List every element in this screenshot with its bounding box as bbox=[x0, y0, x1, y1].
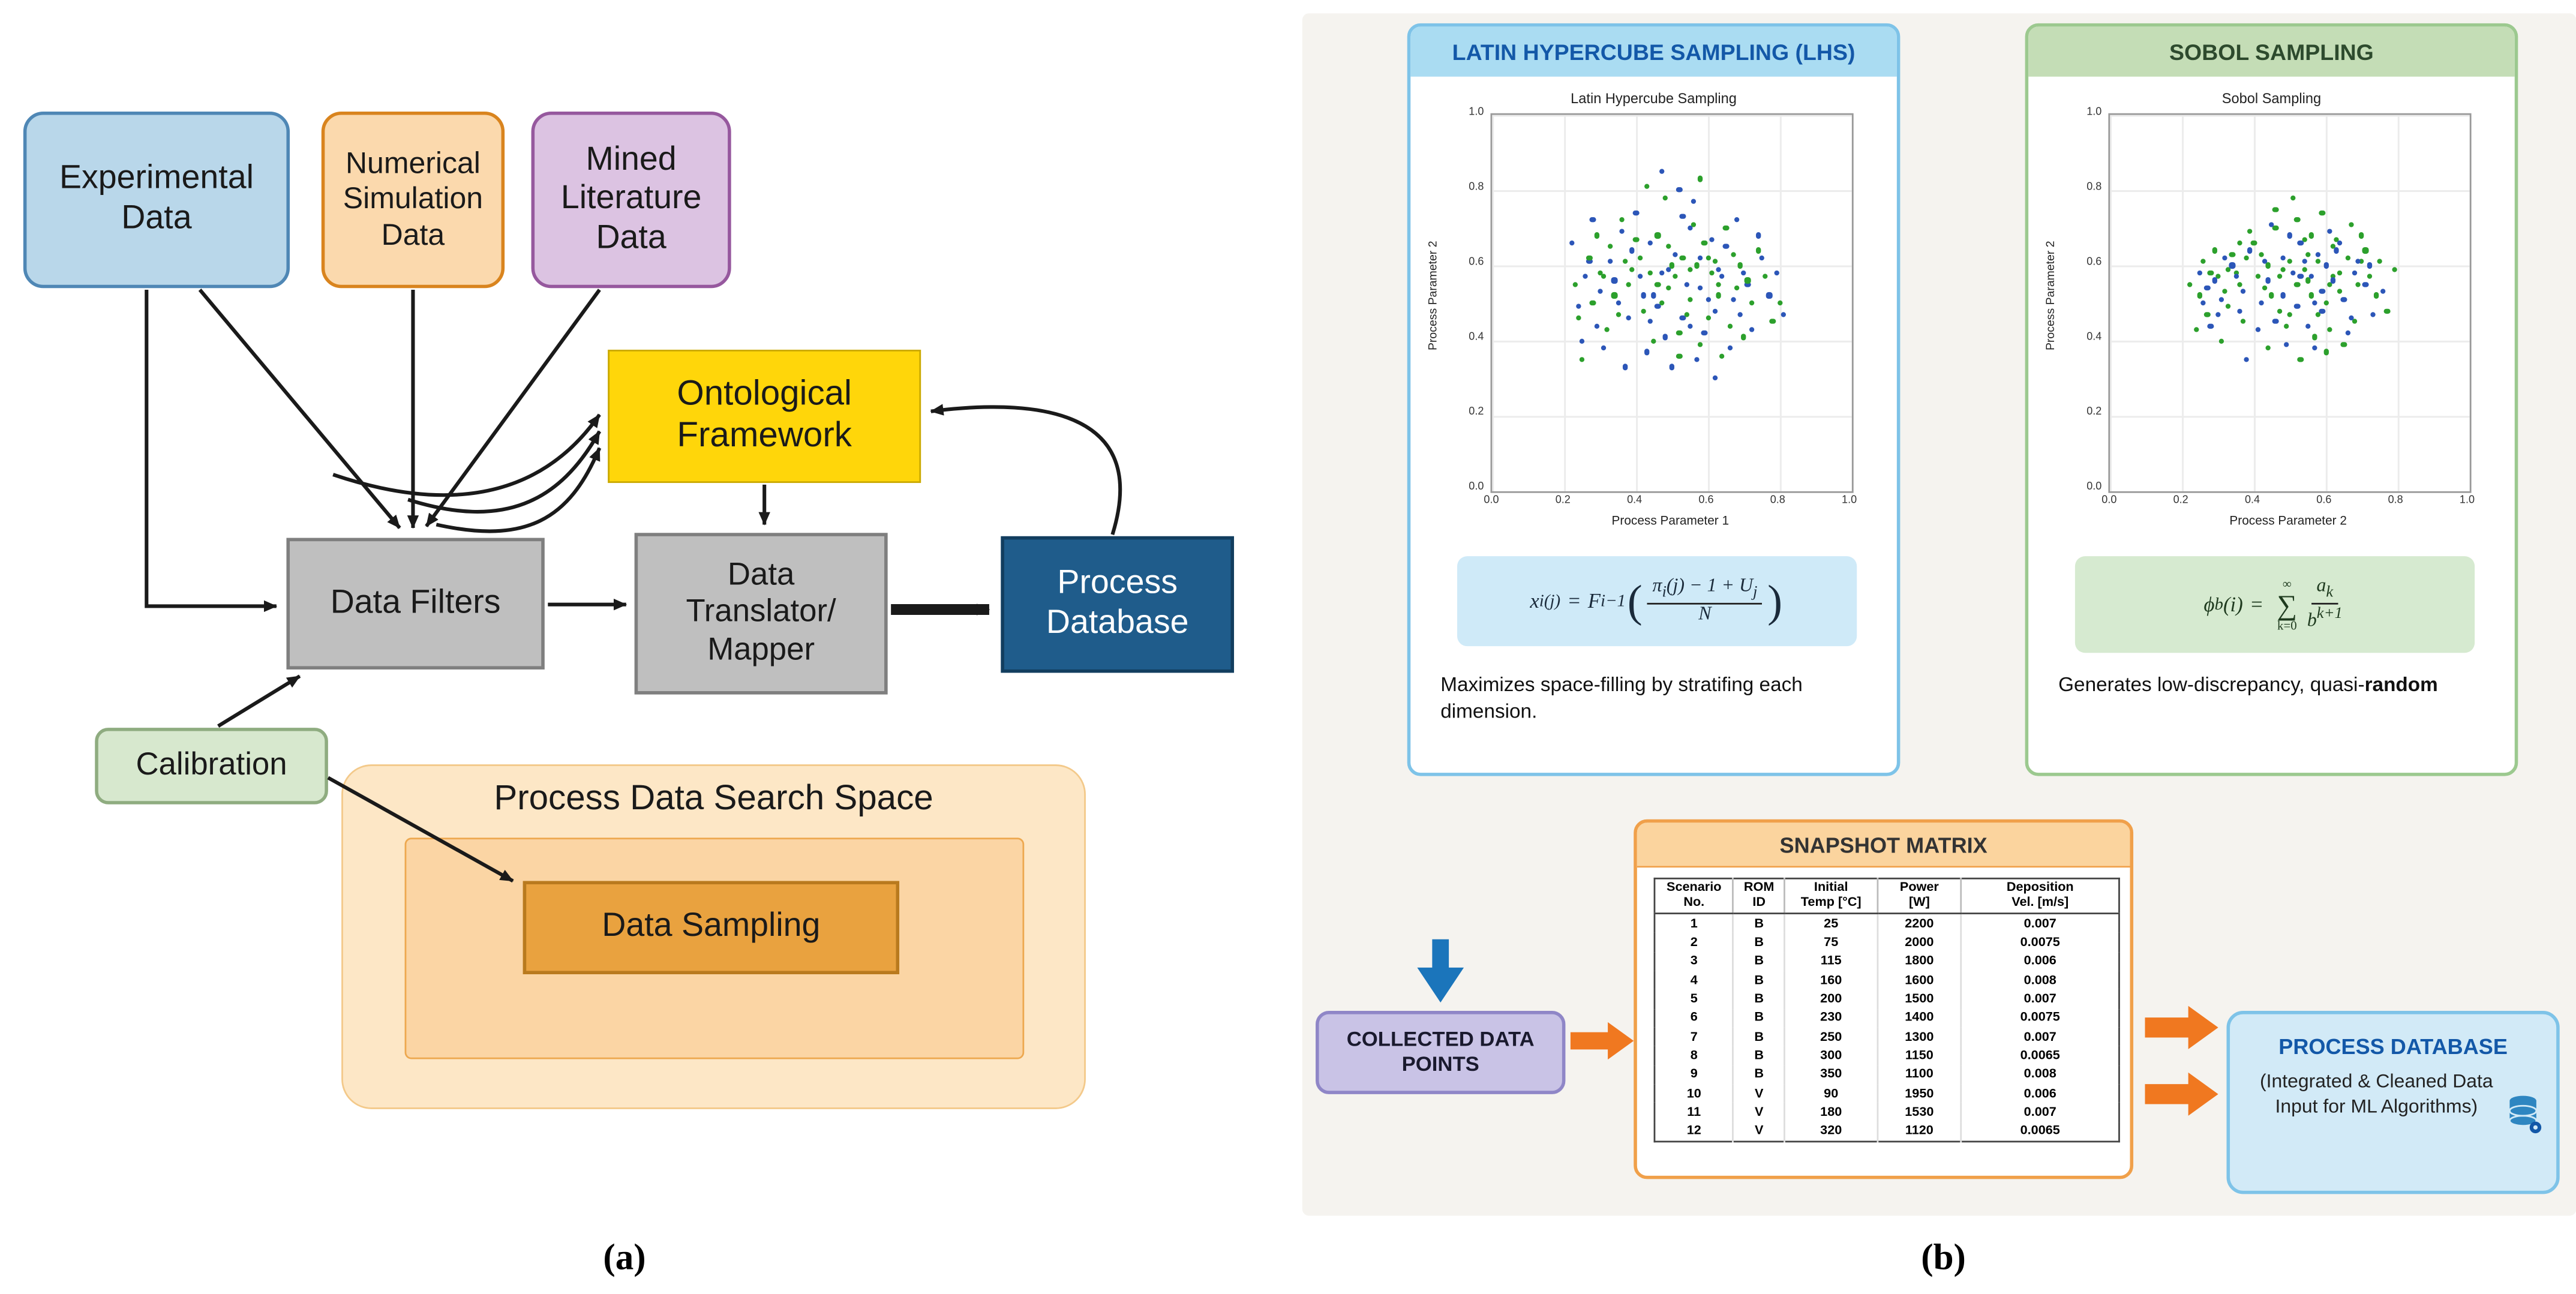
lhs-caption: Maximizes space-filling by stratifing ea… bbox=[1440, 672, 1803, 722]
collected-data-points-label: COLLECTED DATA POINTS bbox=[1346, 1028, 1535, 1076]
arrow-exp-to-filters-left bbox=[145, 290, 278, 613]
process-database-title: PROCESS DATABASE bbox=[2278, 1034, 2508, 1059]
process-database-label: Process Database bbox=[1046, 565, 1189, 641]
process-database-box: Process Database bbox=[1001, 536, 1235, 673]
sobol-sampling-card: SOBOL SAMPLING Sobol Sampling Process Pa… bbox=[2025, 23, 2518, 776]
search-space-title: Process Data Search Space bbox=[494, 779, 933, 818]
calibration-label: Calibration bbox=[136, 747, 287, 783]
process-database-output-box: PROCESS DATABASE (Integrated & Cleaned D… bbox=[2226, 1011, 2560, 1194]
numerical-simulation-data-label: Numerical Simulation Data bbox=[343, 146, 484, 251]
arrow-exp-to-filters-top bbox=[198, 289, 401, 529]
right-arrow-icon bbox=[1570, 1022, 1634, 1060]
sobol-y-axis-label: Process Parameter 2 bbox=[2046, 241, 2058, 351]
snapshot-matrix-header: SNAPSHOT MATRIX bbox=[1637, 822, 2130, 868]
sobol-caption: Generates low-discrepancy, quasi-random bbox=[2058, 672, 2438, 696]
process-database-subtitle: (Integrated & Cleaned Data Input for ML … bbox=[2259, 1072, 2493, 1118]
arrow-calibration-to-filters bbox=[217, 674, 301, 728]
formula-x: x bbox=[1530, 589, 1539, 613]
sobol-x-axis-label: Process Parameter 2 bbox=[2229, 513, 2347, 528]
ontological-framework-label: Ontological Framework bbox=[677, 375, 852, 455]
summation-symbol: ∞ ∑ k=0 bbox=[2277, 576, 2298, 632]
experimental-data-label: Experimental Data bbox=[59, 160, 254, 237]
lhs-sampling-card: LATIN HYPERCUBE SAMPLING (LHS) Latin Hyp… bbox=[1407, 23, 1901, 776]
sobol-scatter-plot bbox=[2108, 113, 2472, 493]
caption-b: (b) bbox=[1921, 1235, 1966, 1278]
experimental-data-box: Experimental Data bbox=[23, 111, 290, 289]
lhs-card-header: LATIN HYPERCUBE SAMPLING (LHS) bbox=[1410, 26, 1897, 77]
ontological-framework-box: Ontological Framework bbox=[608, 349, 921, 484]
lhs-scatter-plot bbox=[1490, 113, 1854, 493]
database-icon bbox=[2509, 1095, 2542, 1134]
calibration-box: Calibration bbox=[95, 728, 328, 804]
lhs-y-axis-label: Process Parameter 2 bbox=[1428, 241, 1440, 351]
down-arrow-icon bbox=[1417, 939, 1464, 1003]
arrow-curve2-to-ontological bbox=[407, 430, 602, 514]
data-filters-label: Data Filters bbox=[330, 584, 501, 621]
arrow-curve3-to-ontological bbox=[436, 447, 602, 533]
collected-data-points-box: COLLECTED DATA POINTS bbox=[1316, 1011, 1566, 1094]
data-sampling-box: Data Sampling bbox=[523, 881, 900, 974]
right-arrow-icon bbox=[2145, 1072, 2218, 1116]
data-filters-box: Data Filters bbox=[286, 538, 545, 669]
mined-literature-data-box: Mined Literature Data bbox=[531, 111, 731, 289]
lhs-plot-title: Latin Hypercube Sampling bbox=[1571, 89, 1737, 107]
numerical-simulation-data-box: Numerical Simulation Data bbox=[321, 111, 505, 289]
data-sampling-label: Data Sampling bbox=[602, 908, 821, 945]
lhs-x-axis-label: Process Parameter 1 bbox=[1611, 513, 1730, 528]
arrow-processdb-to-ontological bbox=[930, 404, 1122, 535]
arrow-curve1-to-ontological bbox=[332, 413, 601, 497]
arrow-mined-to-filters bbox=[425, 289, 601, 528]
sobol-card-header: SOBOL SAMPLING bbox=[2028, 26, 2515, 77]
mined-literature-data-label: Mined Literature Data bbox=[560, 140, 702, 256]
data-translator-mapper-label: Data Translator/ Mapper bbox=[686, 557, 836, 668]
data-translator-mapper-box: Data Translator/ Mapper bbox=[634, 533, 888, 695]
caption-a: (a) bbox=[603, 1235, 646, 1278]
sobol-plot-title: Sobol Sampling bbox=[2221, 89, 2322, 107]
right-arrow-icon bbox=[2145, 1005, 2218, 1049]
